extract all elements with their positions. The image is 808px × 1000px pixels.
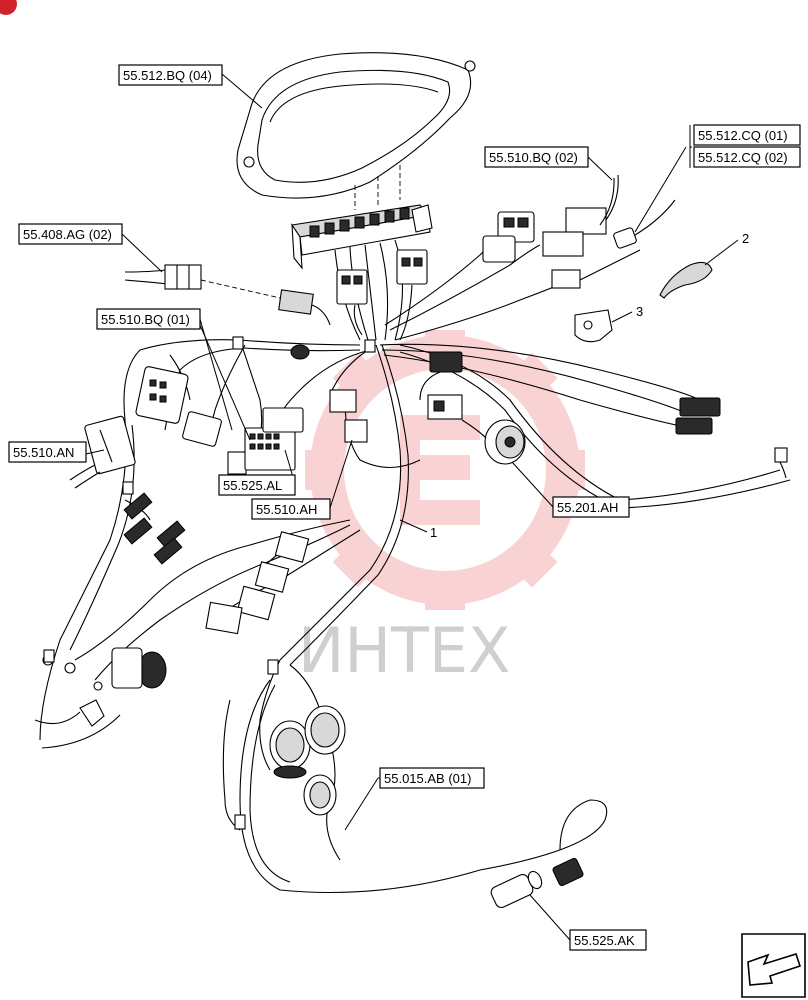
connector-55-510-an <box>69 415 136 489</box>
instrument-cluster-bezel <box>236 52 476 210</box>
round-connector-55-015-ab <box>269 705 346 816</box>
connector-relay-right <box>419 351 463 420</box>
item-callout-3: 3 <box>636 304 643 319</box>
connector-right-harness-end <box>675 397 788 479</box>
svg-text:55.201.AH: 55.201.AH <box>557 500 618 515</box>
ref-label-55-510-an[interactable]: 55.510.AN <box>8 441 87 463</box>
item-callout-2: 2 <box>742 231 749 246</box>
svg-text:55.525.AL: 55.525.AL <box>223 478 282 493</box>
svg-text:55.015.AB (01): 55.015.AB (01) <box>384 771 471 786</box>
sensor-55-525-ak <box>490 857 584 908</box>
arrow-icon[interactable] <box>741 933 806 998</box>
connector-cluster-upper-right <box>482 174 676 289</box>
connector-pair-under-block <box>290 249 428 360</box>
svg-text:55.510.BQ (01): 55.510.BQ (01) <box>101 312 190 327</box>
relay-group-left <box>123 492 186 565</box>
ref-label-55-201-ah[interactable]: 55.201.AH <box>552 496 630 518</box>
wire-clamps <box>43 336 376 830</box>
ref-label-55-512-bq-04[interactable]: 55.512.BQ (04) <box>118 64 223 86</box>
svg-text:55.510.BQ (02): 55.510.BQ (02) <box>489 150 578 165</box>
connector-group-mid <box>205 531 310 635</box>
harness-wires <box>39 234 791 894</box>
socket-lower-left <box>34 647 167 749</box>
svg-text:55.408.AG (02): 55.408.AG (02) <box>23 227 112 242</box>
ref-label-55-512-cq-02[interactable]: 55.512.CQ (02) <box>693 146 801 168</box>
svg-text:55.510.AN: 55.510.AN <box>13 445 74 460</box>
item-callout-1: 1 <box>430 525 437 540</box>
ref-label-55-525-al[interactable]: 55.525.AL <box>218 474 296 496</box>
ref-label-55-510-bq-02[interactable]: 55.510.BQ (02) <box>484 146 589 168</box>
svg-text:55.512.CQ (01): 55.512.CQ (01) <box>698 128 788 143</box>
ref-label-55-510-bq-01[interactable]: 55.510.BQ (01) <box>96 308 201 330</box>
cable-tie-item-2 <box>659 261 713 299</box>
ref-label-55-015-ab-01[interactable]: 55.015.AB (01) <box>379 767 485 789</box>
connector-55-408-ag <box>124 264 331 326</box>
svg-text:55.510.AH: 55.510.AH <box>256 502 317 517</box>
ref-label-55-512-cq-01[interactable]: 55.512.CQ (01) <box>693 124 801 146</box>
bracket-item-3 <box>574 309 613 343</box>
svg-text:55.512.CQ (02): 55.512.CQ (02) <box>698 150 788 165</box>
ref-label-55-510-ah[interactable]: 55.510.AH <box>251 498 331 520</box>
svg-text:55.512.BQ (04): 55.512.BQ (04) <box>123 68 212 83</box>
connector-group-left <box>135 366 368 475</box>
ref-label-55-408-ag-02[interactable]: 55.408.AG (02) <box>18 223 123 245</box>
svg-text:55.525.AK: 55.525.AK <box>574 933 635 948</box>
main-connector-block <box>291 204 433 270</box>
round-switch-55-201-ah <box>461 419 526 465</box>
watermark-text: ИНТЕХ <box>298 614 511 687</box>
ref-label-55-525-ak[interactable]: 55.525.AK <box>569 929 647 951</box>
corner-badge-icon <box>0 0 17 15</box>
